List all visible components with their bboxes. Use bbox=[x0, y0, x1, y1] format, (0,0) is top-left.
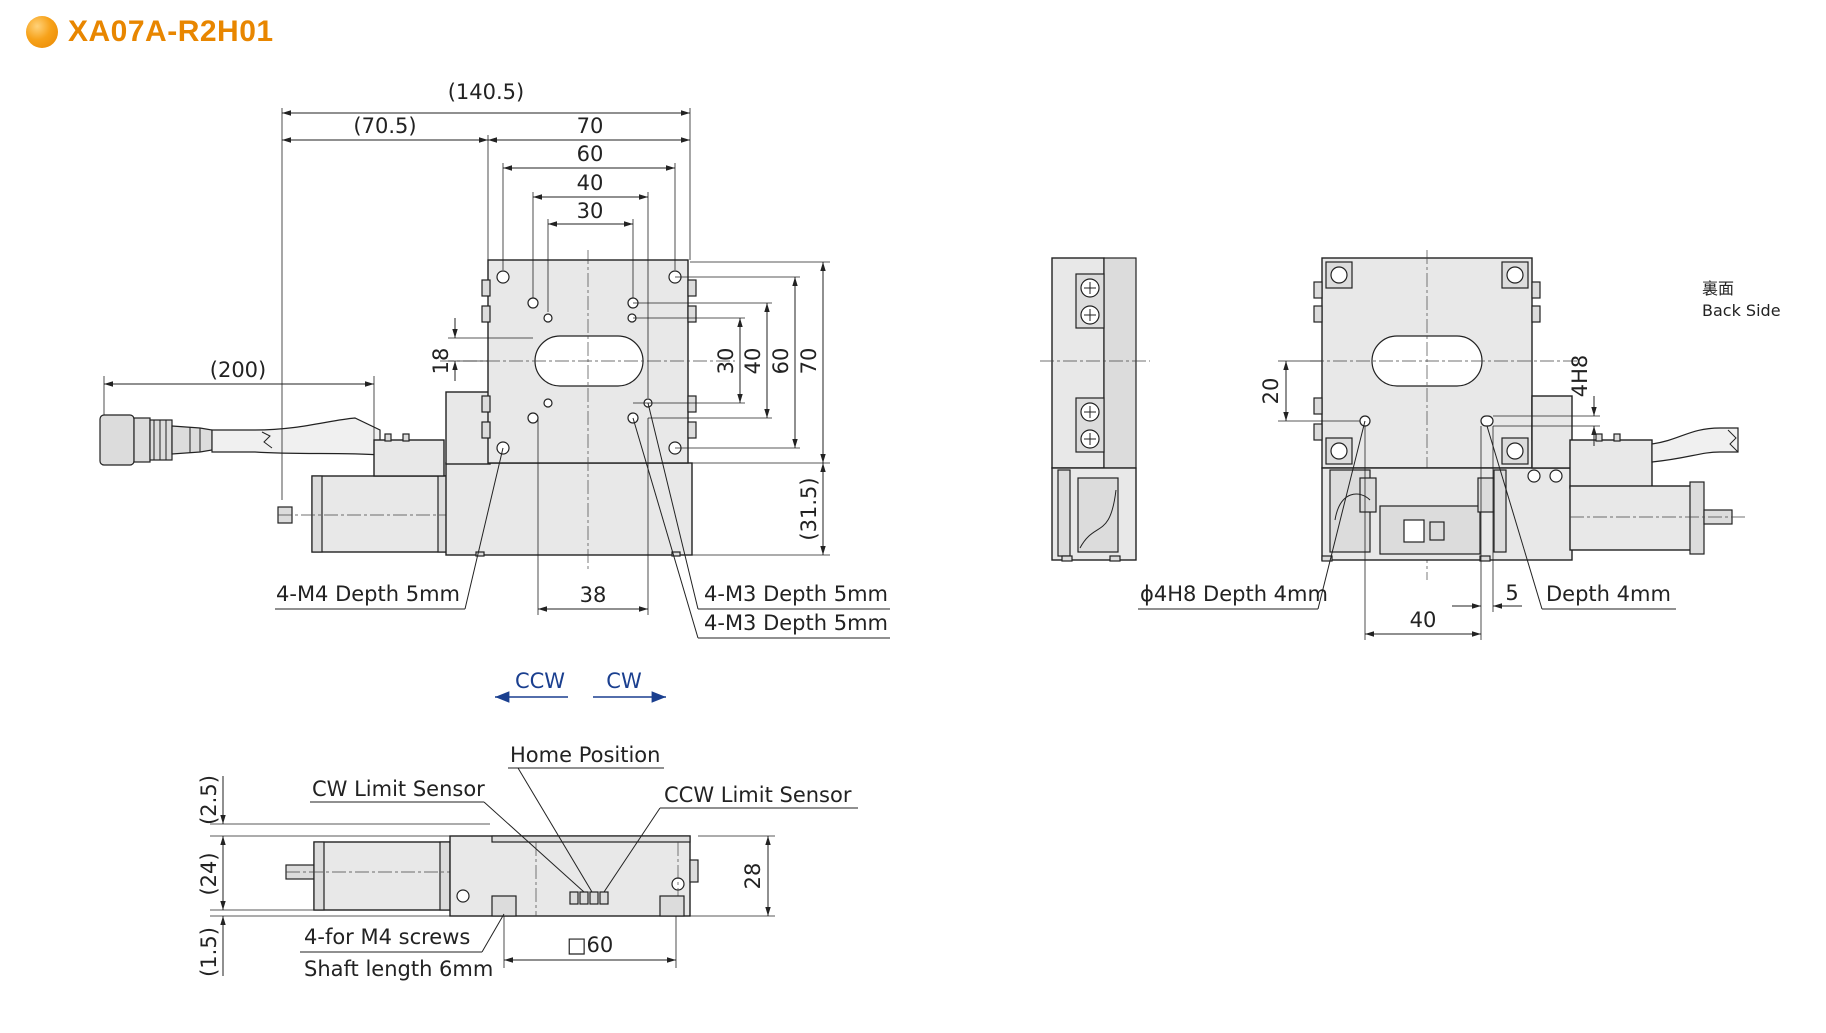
cable-connector bbox=[99, 414, 381, 466]
dim-38: 38 bbox=[580, 583, 607, 607]
rotation-indicator: CCW CW bbox=[495, 669, 666, 703]
dim-70-5: (70.5) bbox=[353, 114, 416, 138]
callout-screws: 4-for M4 screws bbox=[304, 925, 470, 949]
header: XA07A-R2H01 bbox=[26, 12, 274, 52]
dim-v70: 70 bbox=[797, 348, 821, 375]
callout-m3-depth-a: 4-M3 Depth 5mm bbox=[704, 582, 888, 606]
dim-v40: 40 bbox=[741, 348, 765, 375]
dim-4h8: 4H8 bbox=[1568, 355, 1592, 398]
dim-140-5: (140.5) bbox=[448, 80, 525, 104]
dim-18: 18 bbox=[429, 348, 453, 375]
dim-sq60: □60 bbox=[567, 933, 614, 957]
top-view: (140.5) (70.5) 70 60 40 30 (200) 30 40 6… bbox=[99, 80, 890, 639]
back-side-label-en: Back Side bbox=[1702, 301, 1781, 320]
page-title: XA07A-R2H01 bbox=[68, 15, 274, 48]
callout-home-position: Home Position bbox=[510, 743, 660, 767]
dim-v60: 60 bbox=[769, 348, 793, 375]
dim-1-5: (1.5) bbox=[197, 927, 221, 977]
sensor-box bbox=[373, 439, 445, 477]
dim-40: 40 bbox=[577, 171, 604, 195]
callout-m4-depth: 4-M4 Depth 5mm bbox=[276, 582, 460, 606]
dim-v31-5: (31.5) bbox=[797, 477, 821, 540]
dim-2-5: (2.5) bbox=[197, 775, 221, 825]
callout-depth4: Depth 4mm bbox=[1546, 582, 1671, 606]
dim-20: 20 bbox=[1259, 378, 1283, 405]
dim-70: 70 bbox=[577, 114, 604, 138]
front-view: (2.5) (24) (1.5) 28 □60 Home Position CW… bbox=[197, 743, 858, 981]
dim-28: 28 bbox=[741, 863, 765, 890]
back-view: 裏面 Back Side 20 4H8 40 5 ϕ4H8 Depth 4mm … bbox=[1138, 250, 1781, 640]
cw-label: CW bbox=[606, 669, 642, 693]
dim-v30: 30 bbox=[714, 348, 738, 375]
stage-base-top bbox=[445, 462, 693, 556]
dim-24: (24) bbox=[197, 852, 221, 895]
callout-phi-depth: ϕ4H8 Depth 4mm bbox=[1140, 582, 1328, 606]
back-side-label-jp: 裏面 bbox=[1702, 279, 1734, 298]
callout-ccw-sensor: CCW Limit Sensor bbox=[664, 783, 852, 807]
side-view bbox=[1040, 257, 1150, 562]
dim-30: 30 bbox=[577, 199, 604, 223]
callout-shaft: Shaft length 6mm bbox=[304, 957, 493, 981]
dim-60: 60 bbox=[577, 142, 604, 166]
ccw-label: CCW bbox=[515, 669, 565, 693]
dim-200: (200) bbox=[210, 358, 266, 382]
dim-40-back: 40 bbox=[1410, 608, 1437, 632]
orange-bullet-icon bbox=[26, 16, 58, 48]
callout-cw-sensor: CW Limit Sensor bbox=[312, 777, 485, 801]
dim-5: 5 bbox=[1505, 581, 1518, 605]
callout-m3-depth-b: 4-M3 Depth 5mm bbox=[704, 611, 888, 635]
